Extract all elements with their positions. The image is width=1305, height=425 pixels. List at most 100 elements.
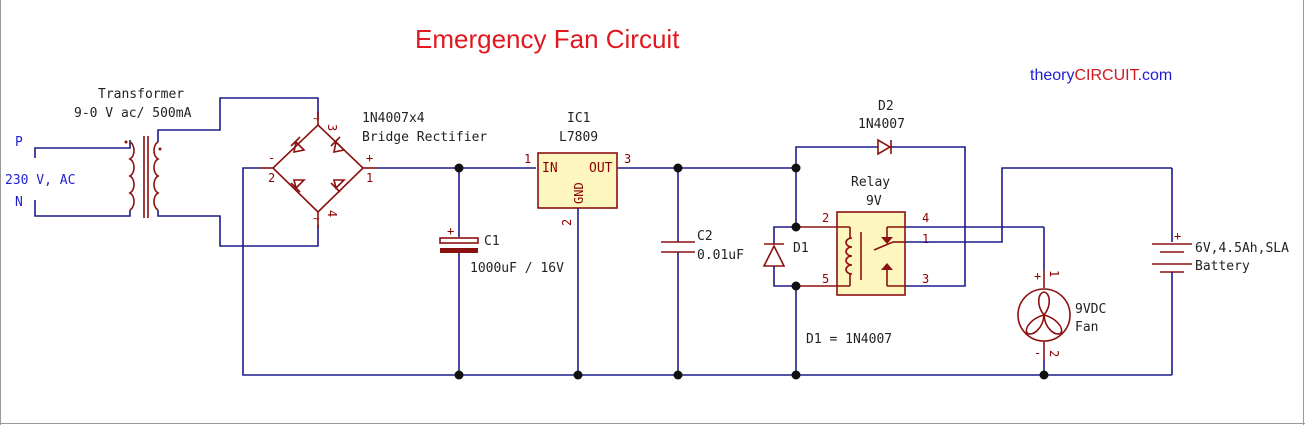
junction-ground-ic1 [573,370,583,380]
battery-plus: + [1174,229,1181,243]
d1-note: D1 = 1N4007 [806,332,892,347]
relay-coil [845,237,853,275]
bridge-diode-3-bar [290,182,301,193]
bridge-pin2-number: 2 [268,171,275,185]
battery-label: 6V,4.5Ah,SLA [1195,241,1289,256]
secondary-dot [158,147,162,151]
c1-plate-bottom [440,248,478,253]
ic1-pin-in: 1 [524,152,531,166]
junction-relay-pin5 [791,281,801,291]
diode-d2: D2 1N4007 [795,99,966,287]
d2-left-wire [795,146,878,168]
ic1-in-label: IN [542,161,558,176]
bridge-pin3-number: 3 [325,124,339,131]
bridge-diode-3 [292,179,306,190]
fan-blade-1 [1037,291,1051,317]
ic1-ref: IC1 [567,111,590,126]
junction-ground-c2 [673,370,683,380]
bridge-pin1-number: 1 [366,171,373,185]
battery-name: Battery [1195,259,1250,274]
secondary-bottom-wire [157,210,319,247]
junction-ground-c1 [454,370,464,380]
fan-plus: + [1034,269,1041,283]
fan-pin2-number: 2 [1047,350,1061,357]
bridge-diode-1 [292,140,306,154]
d1-triangle [762,244,786,267]
d1-bottom-wire [773,266,796,287]
bridge-minus: - [268,151,275,165]
d1-top-wire [773,226,796,244]
junction-ground-d1 [791,370,801,380]
ac-voltage-label: 230 V, AC [5,173,75,188]
junction-c2-top [673,163,683,173]
relay-pin2-number: 2 [822,211,829,225]
brand-part1: theory [1030,67,1074,84]
relay-armature [873,241,894,251]
c2-value: 0.01uF [697,248,744,263]
bridge-name-label: Bridge Rectifier [362,130,487,145]
fan-blade-3 [1043,313,1063,335]
c1-value: 1000uF / 16V [470,261,564,276]
d2-part: 1N4007 [858,117,905,132]
junction-ground-fan [1039,370,1049,380]
relay-pin1-number: 1 [922,232,929,246]
bridge-diamond [271,123,365,214]
relay-pin3-number: 3 [922,272,929,286]
ground-rail [242,167,1172,376]
bridge-diode-4-bar [330,182,341,193]
bridge-part-label: 1N4007x4 [362,111,425,126]
relay-label: Relay [851,175,890,190]
brand-link[interactable]: theoryCIRCUIT.com [1030,67,1172,84]
bridge-diode-2-bar [330,136,341,147]
transformer-label: Transformer [98,87,184,102]
d2-right-wire [891,146,966,287]
ic1-out-label: OUT [589,161,613,176]
bridge-tilde-bottom: ~ [313,212,320,225]
transformer-secondary-coil [153,141,160,211]
secondary-top-wire [157,97,319,142]
fan-pin1-number: 1 [1047,270,1061,277]
relay-no-contact [881,263,893,270]
ac-p-label: P [15,135,23,150]
ic1-pin-gnd: 2 [560,219,574,226]
relay-nc-contact [881,237,893,244]
fan: + 1 - 2 9VDC Fan [1017,227,1106,375]
d2-triangle [877,138,892,156]
fan-blade-2 [1025,313,1045,335]
ic1-pin-out: 3 [624,152,631,166]
capacitor-c1: + C1 1000uF / 16V [439,168,564,375]
d2-ref: D2 [878,99,894,114]
relay-pin5-number: 5 [822,272,829,286]
bridge-diode-4 [332,179,346,190]
relay-pin1-wire [905,167,1172,243]
c1-ref: C1 [484,234,500,249]
regulator-ic1: IC1 L7809 IN OUT GND 1 3 2 [524,111,631,375]
primary-dot [124,140,128,144]
junction-c1-top [454,163,464,173]
bridge-tilde-top: ~ [313,112,320,125]
junction-relay-pin2 [791,222,801,232]
bridge-rectifier: 1N4007x4 Bridge Rectifier 3 4 2 1 - + ~ … [260,111,487,228]
fan-label: 9VDC [1075,302,1106,317]
ac-n-label: N [15,195,23,210]
fan-name: Fan [1075,320,1098,335]
ic1-gnd-label: GND [572,182,586,204]
transformer-rating: 9-0 V ac/ 500mA [74,106,192,121]
fan-minus: - [1034,346,1041,360]
bridge-diode-2 [332,140,346,154]
transformer: Transformer 9-0 V ac/ 500mA [74,87,319,247]
c1-plus: + [447,224,454,238]
relay-voltage: 9V [866,194,882,209]
battery: + 6V,4.5Ah,SLA Battery [1152,168,1289,375]
brand-part3: .com [1138,67,1173,84]
bridge-pin4-number: 4 [325,210,339,217]
ic1-part: L7809 [559,130,598,145]
d1-ref: D1 [793,241,809,256]
bridge-diode-1-bar [290,136,301,147]
relay-body [836,211,906,296]
junction-d2-feed [791,163,801,173]
relay-pin4-number: 4 [922,211,929,225]
c2-ref: C2 [697,229,713,244]
